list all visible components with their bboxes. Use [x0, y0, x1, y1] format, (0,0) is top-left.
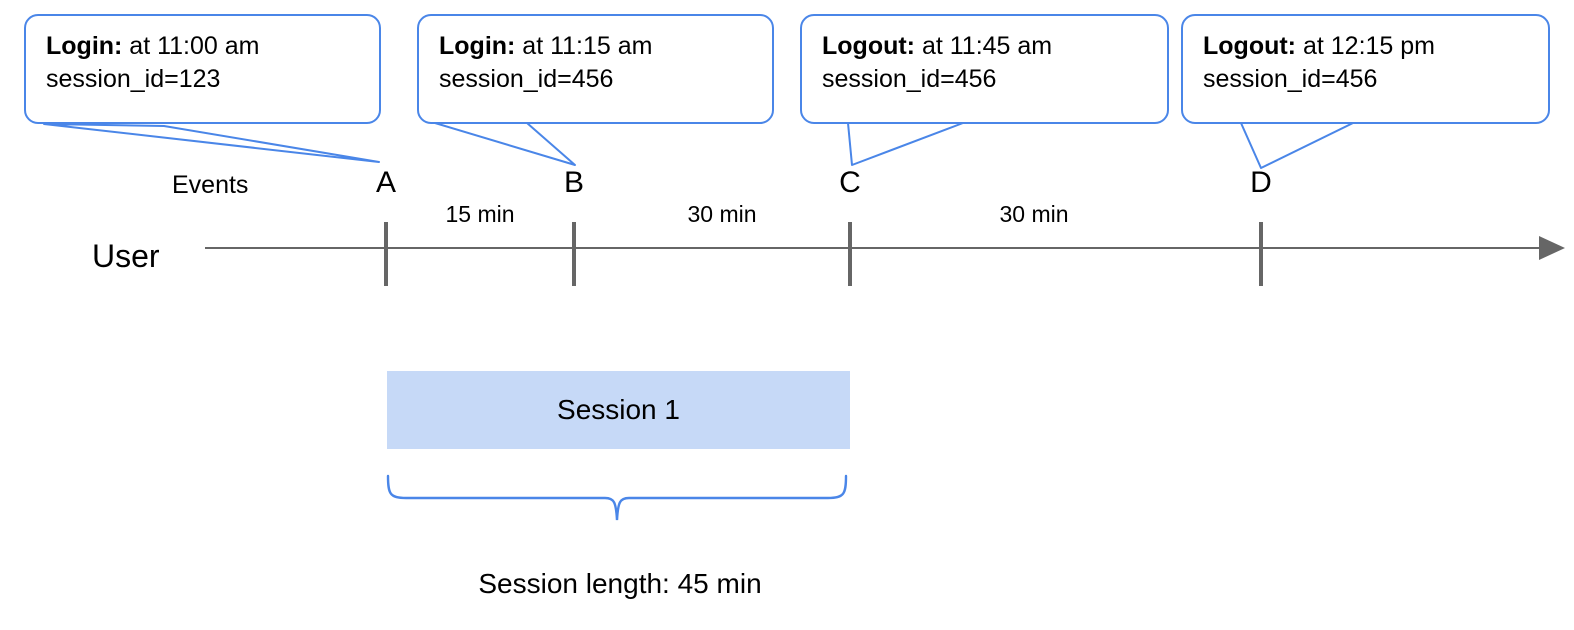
tick-b [572, 222, 576, 286]
session-bar-label: Session 1 [557, 394, 680, 425]
row-label-events: Events [172, 171, 249, 199]
tick-label-b: B [563, 166, 584, 199]
callout-a-session: session_id=123 [46, 65, 221, 93]
timeline-axis [205, 247, 1545, 249]
session-length-caption: Session length: 45 min [478, 568, 762, 599]
callout-a-line1: Login: at 11:00 am [46, 30, 361, 63]
callout-login-b: Login: at 11:15 am session_id=456 [417, 14, 774, 124]
callout-d-session: session_id=456 [1203, 65, 1378, 93]
interval-label-cd: 30 min [999, 201, 1069, 227]
tick-label-c: C [839, 166, 861, 199]
row-label-user: User [92, 238, 160, 274]
tick-c [848, 222, 852, 286]
callout-b-time: at 11:15 am [515, 32, 653, 60]
callout-logout-c: Logout: at 11:45 am session_id=456 [800, 14, 1169, 124]
callout-d-tail-icon [1240, 122, 1354, 169]
callout-c-session: session_id=456 [822, 65, 997, 93]
callout-c-event-type: Logout: [822, 32, 916, 60]
callout-d-line1: Logout: at 12:15 pm [1203, 30, 1530, 63]
callout-login-a: Login: at 11:00 am session_id=123 [24, 14, 381, 124]
interval-label-bc: 30 min [687, 201, 757, 227]
callout-b-session: session_id=456 [439, 65, 614, 93]
tick-label-a: A [375, 166, 396, 199]
callout-a-time: at 11:00 am [122, 32, 260, 60]
callout-b-event-type: Login: [439, 32, 516, 60]
callout-b-tail-icon [434, 122, 576, 166]
callout-logout-d: Logout: at 12:15 pm session_id=456 [1181, 14, 1550, 124]
callout-d-time: at 12:15 pm [1296, 32, 1435, 60]
interval-label-ab: 15 min [445, 201, 515, 227]
callout-b-line1: Login: at 11:15 am [439, 30, 754, 63]
session-bar-1: Session 1 [387, 371, 850, 449]
tick-a [384, 222, 388, 286]
callout-c-line1: Logout: at 11:45 am [822, 30, 1149, 63]
callout-a-event-type: Login: [46, 32, 123, 60]
timeline-arrow-icon [1539, 236, 1565, 260]
callout-c-time: at 11:45 am [915, 32, 1053, 60]
callout-d-event-type: Logout: [1203, 32, 1297, 60]
session-length-brace-icon [386, 474, 848, 521]
tick-d [1259, 222, 1263, 286]
tick-label-d: D [1250, 166, 1272, 199]
